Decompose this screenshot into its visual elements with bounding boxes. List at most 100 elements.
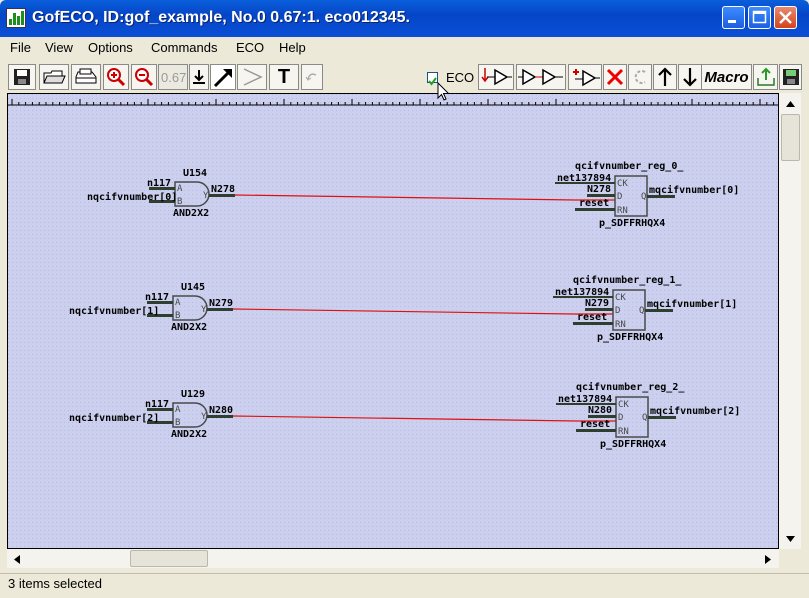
rotate-button[interactable]	[628, 64, 652, 90]
and-gate-symbol[interactable]	[172, 295, 208, 321]
register-cell-type: p_SDFFRHQX4	[599, 218, 665, 229]
rotate-icon	[634, 70, 646, 84]
horizontal-scrollbar[interactable]	[7, 549, 779, 568]
highlighted-net-wire[interactable]	[232, 415, 616, 422]
menu-view[interactable]: View	[45, 40, 73, 55]
move-down-button[interactable]	[678, 64, 702, 90]
clock-net-label: net137894	[555, 287, 609, 298]
gate-pin-y: Y	[201, 412, 207, 422]
print-button[interactable]	[71, 64, 101, 90]
mouse-cursor-icon	[437, 82, 450, 101]
input-a-net-label: n117	[145, 292, 169, 303]
arrow-up-icon	[658, 67, 672, 86]
q-net-label: mqcifvnumber[0]	[649, 184, 739, 196]
save-button[interactable]	[8, 64, 36, 90]
and-gate-symbol[interactable]	[172, 402, 208, 428]
gate-pin-y: Y	[201, 305, 207, 315]
gate-pin-y: Y	[203, 191, 209, 201]
macro-button[interactable]: Macro	[701, 64, 752, 90]
ff-q-wire	[647, 195, 675, 198]
maximize-button[interactable]	[748, 6, 771, 29]
input-b-wire	[149, 200, 175, 203]
scroll-right-button[interactable]	[760, 551, 776, 567]
input-a-wire	[149, 187, 175, 190]
minimize-button[interactable]	[722, 6, 745, 29]
export-icon	[756, 67, 775, 86]
delete-button[interactable]	[603, 64, 627, 90]
d-net-label: N278	[587, 184, 611, 195]
undo-button[interactable]	[301, 64, 323, 90]
vertical-scroll-thumb[interactable]	[781, 114, 800, 161]
gate-pin-b: B	[175, 311, 180, 321]
ff-pin-d: D	[618, 413, 623, 423]
minimize-icon	[728, 20, 736, 23]
ff-d-wire	[587, 194, 615, 197]
insert-buffer-button[interactable]	[478, 64, 514, 90]
horizontal-scroll-thumb[interactable]	[130, 550, 208, 567]
save-eco-button[interactable]	[779, 64, 802, 90]
register-instance-name: qcifvnumber_reg_1_	[573, 274, 682, 286]
move-up-button[interactable]	[653, 64, 677, 90]
zoom-apply-button[interactable]	[189, 64, 209, 90]
text-tool-label: T	[277, 65, 291, 88]
menu-bar: File View Options Commands ECO Help	[0, 37, 809, 59]
menu-help[interactable]: Help	[279, 40, 306, 55]
ff-pin-q: Q	[639, 306, 644, 316]
gate-pin-a: A	[175, 405, 181, 415]
menu-file[interactable]: File	[10, 40, 31, 55]
menu-commands[interactable]: Commands	[151, 40, 218, 55]
vertical-scrollbar[interactable]	[779, 93, 801, 549]
highlighted-net-wire[interactable]	[234, 194, 615, 201]
q-net-label: mqcifvnumber[1]	[647, 298, 737, 310]
register-cell-type: p_SDFFRHQX4	[600, 439, 666, 450]
reset-net-label: reset	[580, 419, 610, 430]
ff-pin-ck: CK	[618, 400, 629, 410]
text-tool-button[interactable]: T	[269, 64, 299, 90]
highlighted-net-wire[interactable]	[232, 308, 613, 315]
and-gate-symbol[interactable]	[174, 181, 210, 207]
buffer-gate-icon	[243, 68, 263, 86]
zoom-in-icon	[107, 68, 126, 87]
eco-checkbox[interactable]	[427, 72, 438, 86]
ff-q-wire	[648, 416, 676, 419]
zoom-out-button[interactable]	[131, 64, 157, 90]
arrow-down-icon	[683, 68, 697, 87]
zoom-level-field[interactable]: 0.67	[158, 64, 188, 90]
select-tool-button[interactable]	[210, 64, 236, 90]
menu-eco[interactable]: ECO	[236, 40, 265, 55]
folder-open-icon	[43, 70, 66, 84]
ff-d-wire	[588, 415, 616, 418]
scroll-left-button[interactable]	[9, 551, 25, 567]
ff-pin-ck: CK	[617, 179, 628, 189]
scroll-down-button[interactable]	[782, 530, 799, 547]
register-instance-name: qcifvnumber_reg_2_	[576, 381, 685, 393]
ff-clock-wire	[553, 296, 613, 298]
add-gate-button[interactable]	[568, 64, 602, 90]
scroll-up-button[interactable]	[782, 95, 799, 112]
ff-pin-rn: RN	[617, 206, 628, 216]
gate-cell-type: AND2X2	[171, 322, 207, 333]
menu-options[interactable]: Options	[88, 40, 133, 55]
insert-buffer-chain-button[interactable]	[516, 64, 566, 90]
d-net-label: N280	[588, 405, 612, 416]
ruler	[8, 99, 778, 106]
input-a-wire	[147, 408, 173, 411]
input-a-wire	[147, 301, 173, 304]
reset-net-label: reset	[579, 198, 609, 209]
close-button[interactable]	[774, 6, 797, 29]
input-b-net-label: nqcifvnumber[0]	[87, 191, 177, 203]
open-button[interactable]	[39, 64, 69, 90]
reset-net-label: reset	[577, 312, 607, 323]
export-button[interactable]	[753, 64, 778, 90]
gate-tool-button[interactable]	[237, 64, 267, 90]
arrow-down-bar-icon	[193, 70, 205, 84]
input-a-net-label: n117	[147, 178, 171, 189]
zoom-in-button[interactable]	[103, 64, 129, 90]
gate-output-stub	[207, 308, 233, 311]
scroll-up-icon	[786, 100, 795, 107]
